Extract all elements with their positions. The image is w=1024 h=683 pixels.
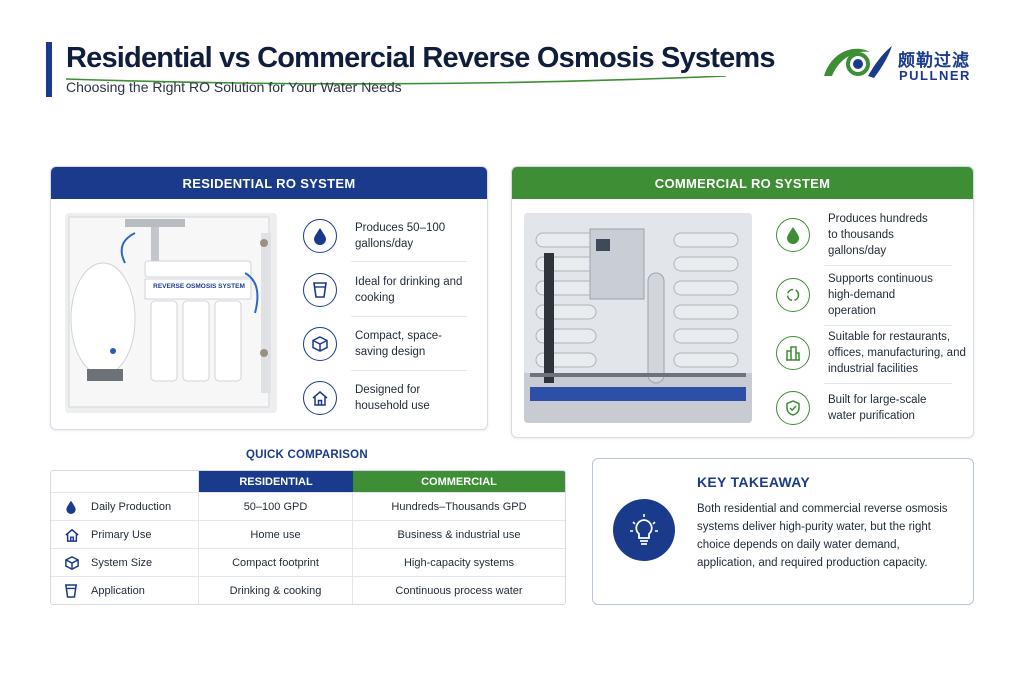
residential-photo: REVERSE OSMOSIS SYSTEM [65,213,277,413]
residential-heading: RESIDENTIAL RO SYSTEM [51,167,487,199]
comparison-table: RESIDENTIAL COMMERCIAL Daily Production … [50,470,566,605]
column-header-commercial: COMMERCIAL [353,471,565,492]
logo-english-name: PULLNER [899,68,971,83]
table-header-row: RESIDENTIAL COMMERCIAL [51,471,565,492]
shield-check-icon [776,391,810,425]
commercial-feature-production: Produces hundreds to thousands gallons/d… [776,211,966,259]
cycle-icon [776,278,810,312]
page-title: Residential vs Commercial Reverse Osmosi… [66,42,776,74]
commercial-feature-continuous: Supports continuous high-demand operatio… [776,271,966,319]
cube-icon [303,327,337,361]
key-takeaway-card: KEY TAKEAWAY Both residential and commer… [592,458,974,605]
house-icon [65,528,79,542]
residential-feature-drinking: Ideal for drinking and cooking [303,269,473,311]
column-header-residential: RESIDENTIAL [199,471,353,492]
residential-feature-compact: Compact, space-saving design [303,323,473,365]
commercial-photo [524,213,752,423]
quick-comparison-title: QUICK COMPARISON [246,449,368,461]
cube-icon [65,556,79,570]
residential-feature-production: Produces 50–100 gallons/day [303,215,473,257]
title-underline [66,76,726,85]
water-drop-icon [303,219,337,253]
table-row: Daily Production 50–100 GPD Hundreds–Tho… [51,492,565,521]
lightbulb-icon [613,499,675,561]
commercial-feature-facilities: Suitable for restaurants, offices, manuf… [776,329,968,377]
commercial-heading: COMMERCIAL RO SYSTEM [512,167,973,199]
house-icon [303,381,337,415]
table-row: Primary Use Home use Business & industri… [51,520,565,549]
cup-icon [303,273,337,307]
key-takeaway-title: KEY TAKEAWAY [697,474,811,490]
page-subtitle: Choosing the Right RO Solution for Your … [66,79,402,95]
commercial-card: COMMERCIAL RO SYSTEM [511,166,974,438]
cup-icon [65,584,79,598]
residential-feature-household: Designed for household use [303,377,473,419]
table-row: Application Drinking & cooking Continuou… [51,576,565,604]
water-drop-icon [65,500,79,514]
buildings-icon [776,336,810,370]
logo-chinese-name: 颇勒过滤 [898,51,970,70]
water-drop-icon [776,218,810,252]
pullner-logo-icon [824,46,892,78]
commercial-feature-large-scale: Built for large-scale water purification [776,387,966,429]
table-row: System Size Compact footprint High-capac… [51,548,565,577]
key-takeaway-text: Both residential and commercial reverse … [697,503,948,569]
residential-card: RESIDENTIAL RO SYSTEM REVERSE OSMOSIS SY… [50,166,488,430]
title-accent-bar [46,42,52,97]
residential-photo-label: REVERSE OSMOSIS SYSTEM [153,283,245,290]
